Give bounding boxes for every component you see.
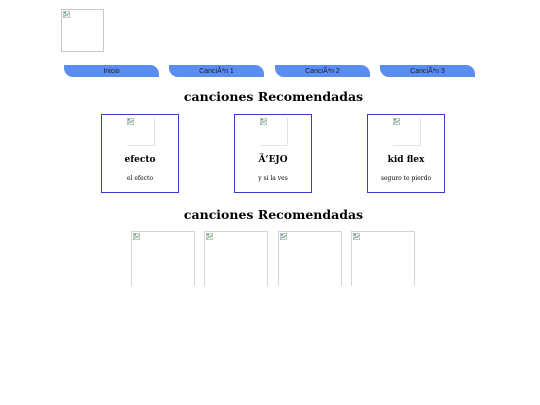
song-title: kid flex [387,155,425,165]
section-title: canciones Recomendadas [183,89,364,104]
recommended-item[interactable] [204,231,268,286]
song-thumbnail [127,118,155,146]
broken-image-icon [133,233,140,240]
song-subtitle: seguro te pierdo [380,175,432,182]
song-thumbnail [393,118,421,146]
broken-image-icon [260,118,267,125]
song-card[interactable]: kid flex seguro te pierdo [367,114,445,193]
nav-tab-cancion-3[interactable]: CanciÃ³n 3 [380,65,475,77]
nav-tab-cancion-1[interactable]: CanciÃ³n 1 [169,65,264,77]
song-subtitle: el efecto [126,175,154,182]
broken-image-icon [127,118,134,125]
broken-image-icon [206,233,213,240]
recommended-item[interactable] [351,231,415,286]
logo-image [61,9,104,52]
recommended-item[interactable] [131,231,195,286]
nav-tab-cancion-2[interactable]: CanciÃ³n 2 [275,65,370,77]
broken-image-icon [393,118,400,125]
recommended-item[interactable] [278,231,342,286]
song-card[interactable]: Ã‘EJO y si la ves [234,114,312,193]
song-subtitle: y si la ves [258,175,288,182]
broken-image-icon [63,11,70,18]
broken-image-icon [353,233,360,240]
broken-image-icon [280,233,287,240]
song-title: Ã‘EJO [258,155,288,165]
song-card[interactable]: efecto el efecto [101,114,179,193]
nav-tab-inicio[interactable]: Inicio [64,65,159,77]
section-title: canciones Recomendadas [183,207,364,222]
song-title: efecto [124,155,156,165]
song-thumbnail [260,118,288,146]
